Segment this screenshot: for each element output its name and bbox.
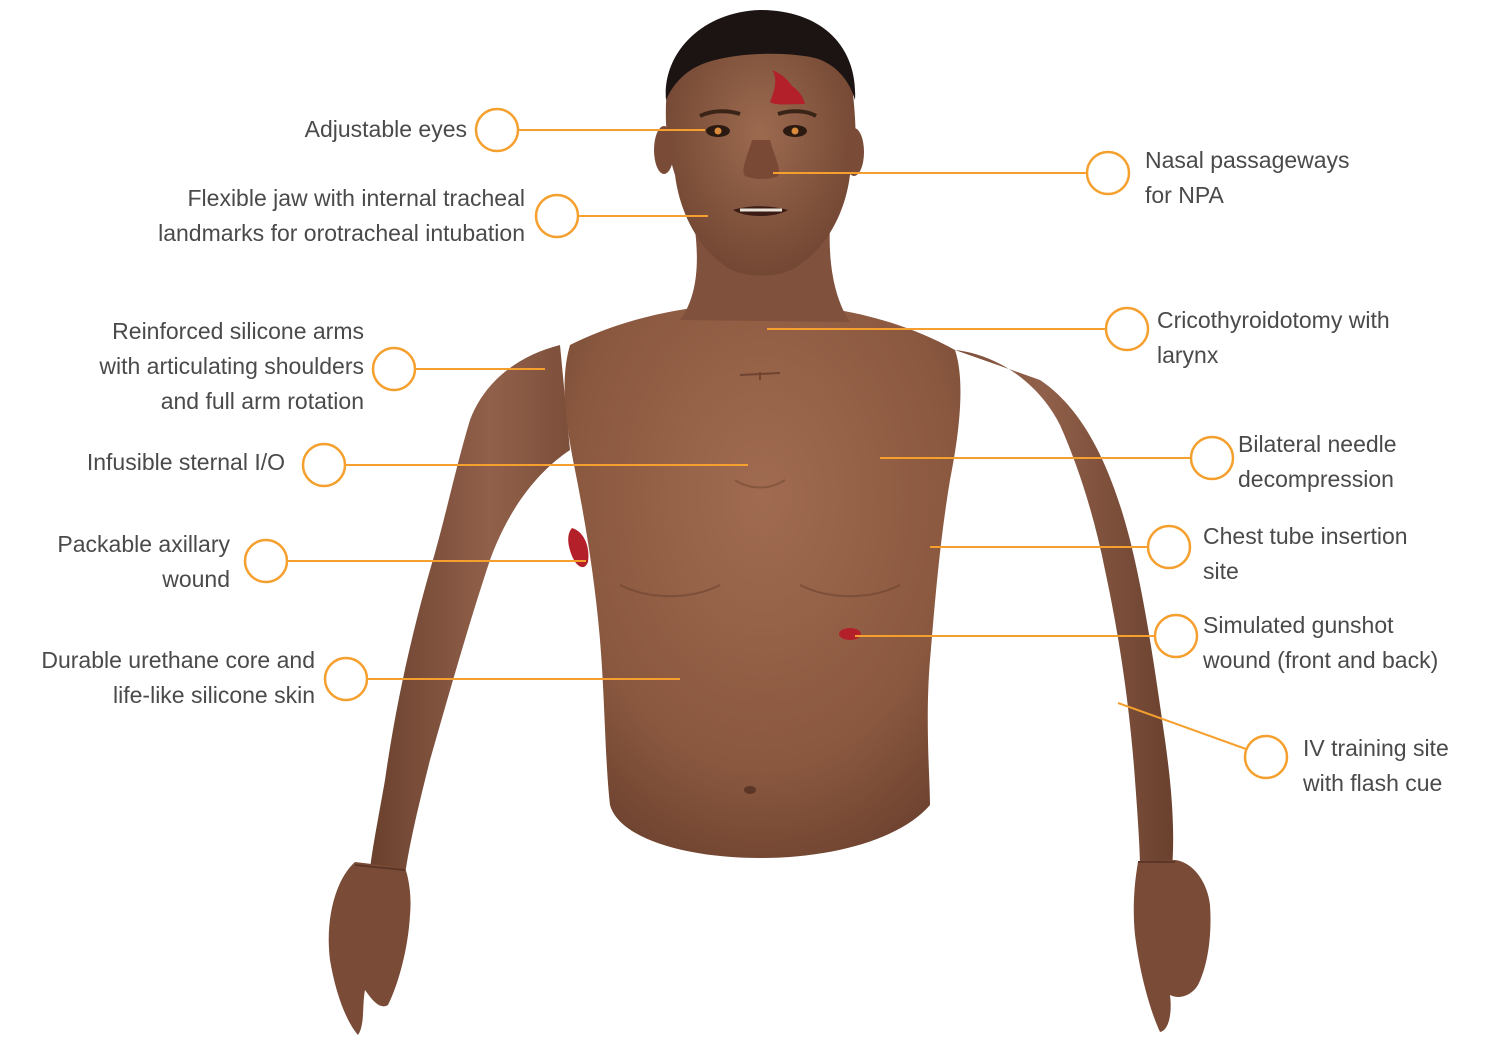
right-arm xyxy=(955,350,1173,870)
label-urethane-core: Durable urethane core and life-like sili… xyxy=(41,643,315,713)
label-needle-decompression: Bilateral needle decompression xyxy=(1238,427,1397,497)
gunshot-wound xyxy=(839,628,861,640)
marker-gunshot xyxy=(1155,615,1197,657)
label-nasal-passageways: Nasal passageways for NPA xyxy=(1145,143,1350,213)
left-arm xyxy=(370,345,570,875)
marker-arms xyxy=(373,348,415,390)
label-sternal-io: Infusible sternal I/O xyxy=(87,445,285,480)
label-flexible-jaw: Flexible jaw with internal tracheal land… xyxy=(158,181,525,251)
label-chest-tube: Chest tube insertion site xyxy=(1203,519,1408,589)
marker-iv xyxy=(1245,736,1287,778)
label-axillary-wound: Packable axillary wound xyxy=(57,527,230,597)
marker-jaw xyxy=(536,195,578,237)
left-ear xyxy=(654,126,674,174)
manikin-body xyxy=(329,10,1211,1035)
marker-nasal xyxy=(1087,152,1129,194)
label-reinforced-arms: Reinforced silicone arms with articulati… xyxy=(99,314,364,419)
label-gunshot-wound: Simulated gunshot wound (front and back) xyxy=(1203,608,1438,678)
torso xyxy=(565,302,961,858)
marker-axillary xyxy=(245,540,287,582)
marker-needle xyxy=(1191,437,1233,479)
marker-urethane xyxy=(325,658,367,700)
left-hand xyxy=(329,862,411,1035)
marker-chest-tube xyxy=(1148,526,1190,568)
right-hand xyxy=(1134,860,1211,1032)
label-adjustable-eyes: Adjustable eyes xyxy=(305,112,467,147)
marker-sternal xyxy=(303,444,345,486)
marker-eyes xyxy=(476,109,518,151)
label-iv-training: IV training site with flash cue xyxy=(1303,731,1449,801)
marker-crico xyxy=(1106,308,1148,350)
label-cricothyroidotomy: Cricothyroidotomy with larynx xyxy=(1157,303,1390,373)
right-ear xyxy=(844,128,864,176)
